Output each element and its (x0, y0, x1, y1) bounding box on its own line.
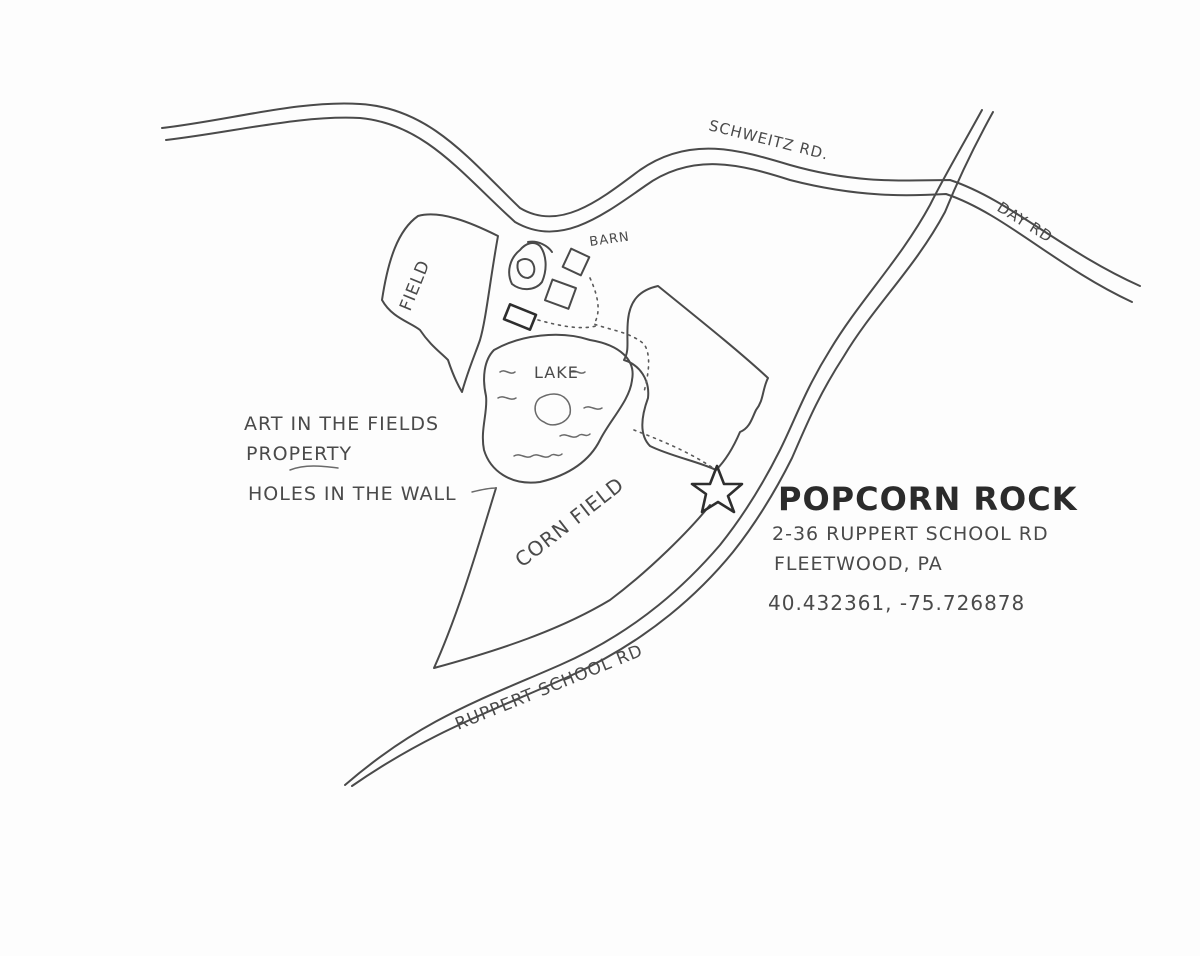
property-note-line3: HOLES IN THE WALL (248, 483, 457, 505)
destination-name: POPCORN ROCK (778, 480, 1078, 518)
property-note: ART IN THE FIELDS PROPERTY HOLES IN THE … (244, 413, 497, 505)
lake-label: LAKE (534, 363, 579, 382)
ruppert-school-road (344, 109, 994, 787)
schweitz-road-label: SCHWEITZ RD. (707, 116, 831, 163)
corn-field-outline (433, 487, 711, 669)
field-outline (381, 213, 499, 393)
field-label: FIELD (396, 257, 434, 314)
barn-label: BARN (588, 229, 630, 250)
lake (481, 333, 634, 484)
wooded-area-outline (623, 285, 769, 471)
destination-coordinates: 40.432361, -75.726878 (768, 591, 1025, 615)
destination-address-line2: FLEETWOOD, PA (774, 553, 943, 575)
barn-buildings (502, 240, 591, 331)
property-note-line1: ART IN THE FIELDS (244, 413, 439, 435)
schweitz-road (161, 102, 1141, 303)
corn-field-label: CORN FIELD (510, 472, 628, 572)
destination-info: POPCORN ROCK 2-36 RUPPERT SCHOOL RD FLEE… (768, 480, 1078, 615)
trails (537, 277, 717, 471)
star-icon (690, 464, 744, 514)
destination-address-line1: 2-36 RUPPERT SCHOOL RD (772, 523, 1049, 545)
property-note-line2: PROPERTY (246, 443, 352, 465)
